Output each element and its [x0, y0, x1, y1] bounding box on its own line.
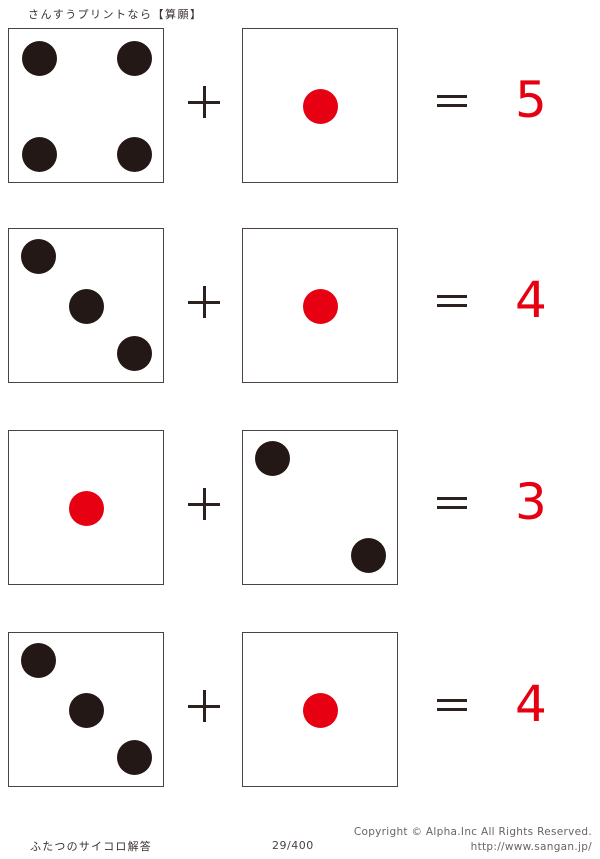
die-right	[242, 632, 398, 787]
die-pip	[303, 289, 338, 324]
answer-value: 4	[515, 675, 547, 733]
die-pip	[117, 740, 152, 775]
die-left	[8, 430, 164, 585]
problem-row: 3	[0, 430, 600, 586]
die-pip	[21, 643, 56, 678]
problem-row: 4	[0, 228, 600, 384]
die-pip	[303, 693, 338, 728]
die-pip	[117, 336, 152, 371]
die-pip	[69, 693, 104, 728]
equals-icon	[437, 292, 467, 312]
die-pip	[69, 491, 104, 526]
plus-icon	[188, 86, 220, 118]
die-right	[242, 228, 398, 383]
die-right	[242, 430, 398, 585]
equals-icon	[437, 696, 467, 716]
die-pip	[21, 239, 56, 274]
equals-icon	[437, 92, 467, 112]
die-pip	[303, 89, 338, 124]
footer-worksheet-title: ふたつのサイコロ解答	[30, 840, 152, 853]
plus-icon	[188, 286, 220, 318]
die-pip	[117, 137, 152, 172]
die-left	[8, 228, 164, 383]
die-left	[8, 28, 164, 183]
plus-icon	[188, 488, 220, 520]
problem-row: 5	[0, 28, 600, 184]
footer-copyright: Copyright © Alpha.Inc All Rights Reserve…	[353, 826, 592, 838]
die-pip	[351, 538, 386, 573]
footer-page-number: 29/400	[272, 839, 314, 852]
die-left	[8, 632, 164, 787]
die-right	[242, 28, 398, 183]
answer-value: 5	[515, 71, 547, 129]
answer-value: 3	[515, 473, 547, 531]
problem-row: 4	[0, 632, 600, 788]
die-pip	[69, 289, 104, 324]
die-pip	[22, 41, 57, 76]
page-title: さんすうプリントなら【算願】	[28, 8, 203, 21]
die-pip	[117, 41, 152, 76]
footer-url[interactable]: http://www.sangan.jp/	[470, 841, 592, 853]
die-pip	[22, 137, 57, 172]
die-pip	[255, 441, 290, 476]
answer-value: 4	[515, 271, 547, 329]
equals-icon	[437, 494, 467, 514]
plus-icon	[188, 690, 220, 722]
